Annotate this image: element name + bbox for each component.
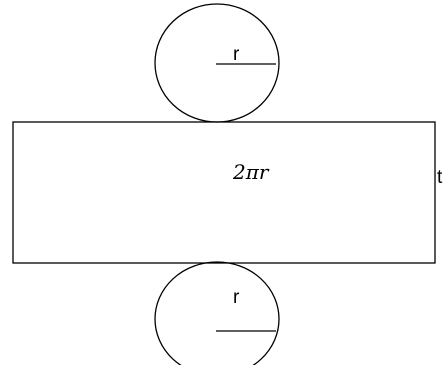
top-circle <box>154 3 280 123</box>
top-radius-label: r <box>233 44 240 65</box>
side-rectangle <box>12 121 436 264</box>
circumference-label: 2πr <box>233 160 269 184</box>
height-label: t <box>437 167 443 188</box>
bottom-circle <box>154 261 280 365</box>
bottom-radius-label: r <box>233 287 240 308</box>
